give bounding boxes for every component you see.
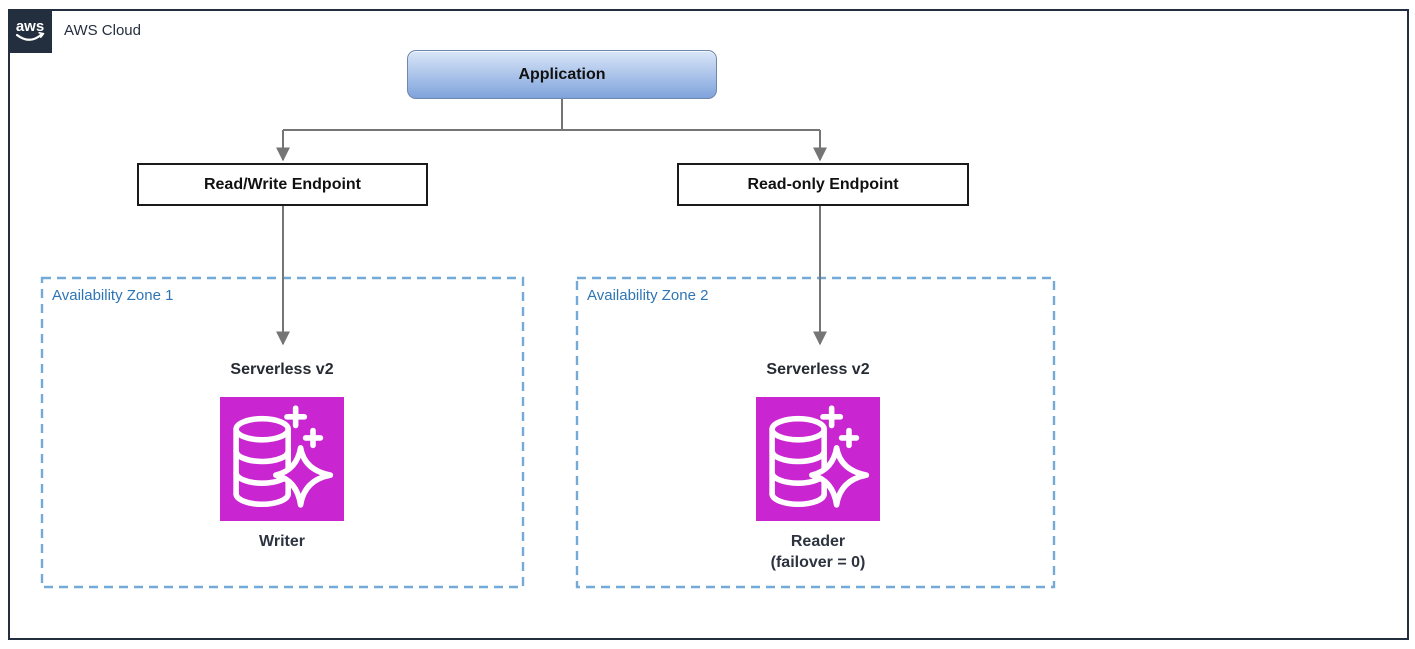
aurora-serverless-database-sparkle-icon — [220, 397, 344, 521]
availability-zone-2-label: Availability Zone 2 — [587, 287, 709, 304]
aws-logo-icon: aws — [8, 9, 52, 53]
read-write-endpoint-label: Read/Write Endpoint — [203, 175, 362, 193]
availability-zone-1-label: Availability Zone 1 — [52, 287, 174, 304]
application-label: Application — [518, 65, 606, 83]
aws-logo-text: aws — [16, 18, 44, 35]
application-node: Application — [407, 50, 717, 99]
aurora-serverless-database-sparkle-icon — [756, 397, 880, 521]
writer-serverless-title: Serverless v2 — [230, 361, 334, 378]
reader-role-label: Reader — [790, 533, 846, 550]
reader-instance: Serverless v2 Reader (failover = 0) — [708, 361, 928, 573]
aws-cloud-label: AWS Cloud — [64, 22, 141, 39]
read-only-endpoint-node: Read-only Endpoint — [677, 163, 969, 206]
writer-instance: Serverless v2 Writer — [172, 361, 392, 552]
reader-serverless-title: Serverless v2 — [766, 361, 870, 378]
writer-role-label: Writer — [259, 533, 305, 550]
read-only-endpoint-label: Read-only Endpoint — [747, 175, 899, 193]
reader-failover-note: (failover = 0) — [770, 554, 866, 571]
read-write-endpoint-node: Read/Write Endpoint — [137, 163, 428, 206]
